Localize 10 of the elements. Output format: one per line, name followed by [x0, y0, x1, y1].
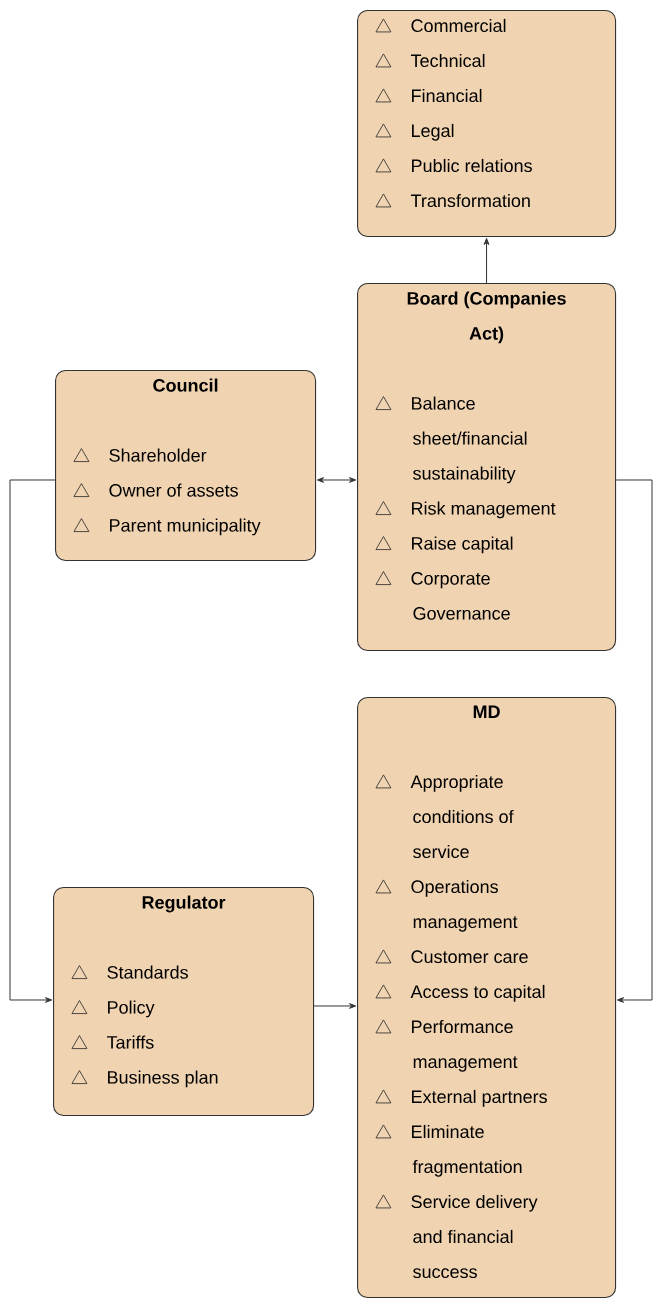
- role-box: Council Shareholder Owner of assets Parent municipality: [55, 369, 317, 562]
- arrow: [483, 237, 490, 284]
- role-box: Commercial Technical Financial Legal Public relations Transformation: [357, 9, 617, 238]
- role-box: Regulator Standards Policy Tariffs Business plan: [53, 887, 315, 1117]
- arrow: [9, 479, 56, 1003]
- role-box: MD Appropriate conditions of service Operations management Customer care Access to capital Performance management External partners Eliminate fragmentation Service delivery and financial success: [357, 697, 617, 1299]
- arrow: [317, 477, 357, 483]
- role-box: Board (Companies Act) Balance sheet/financial sustainability Risk management Raise capital Corporate Governance: [357, 282, 617, 652]
- arrow: [313, 1003, 357, 1009]
- arrow: [615, 479, 653, 1003]
